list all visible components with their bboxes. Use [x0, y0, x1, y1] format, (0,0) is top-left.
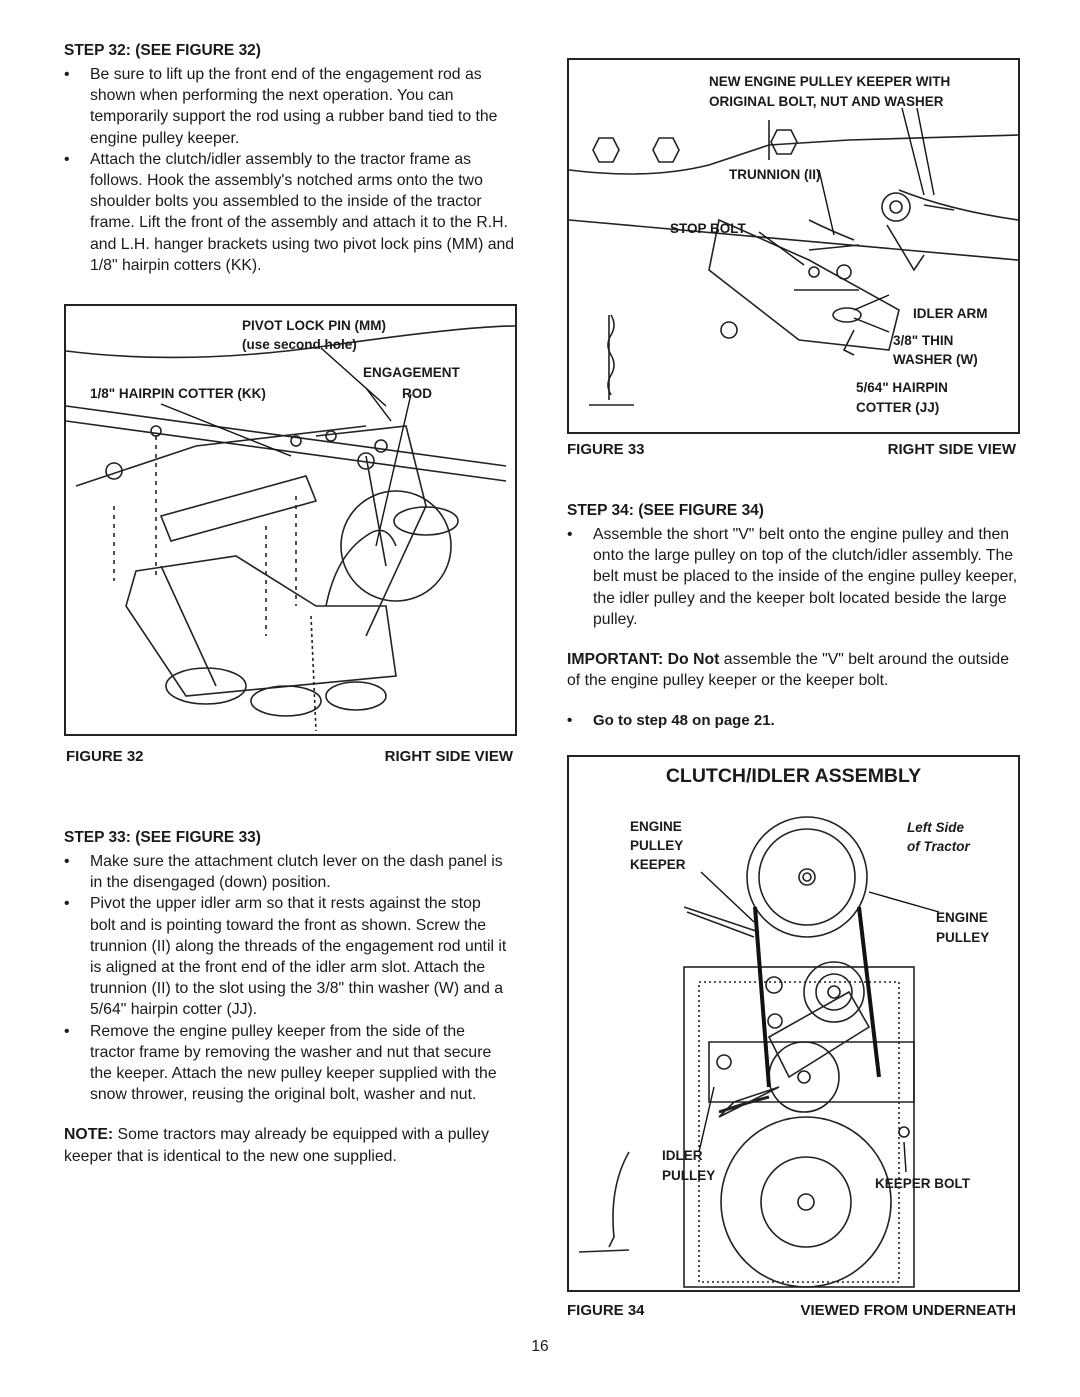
fig32-label-pivot-note: (use second hole) [242, 337, 357, 352]
fig33-label-hairpin-1: 5/64" HAIRPIN [856, 380, 948, 395]
fig32-label-hairpin: 1/8" HAIRPIN COTTER (KK) [90, 386, 266, 401]
fig32-label-engagement: ENGAGEMENT [363, 365, 460, 380]
step34-block: STEP 34: (SEE FIGURE 34) Assemble the sh… [567, 502, 1018, 732]
step32-title: STEP 32: (SEE FIGURE 32) [64, 42, 261, 59]
step34-important-emph: Do Not [667, 651, 720, 669]
figure34-caption-number: FIGURE 34 [567, 1302, 645, 1319]
fig34-label-keeper-2: PULLEY [630, 838, 684, 853]
figure33-caption: FIGURE 33 RIGHT SIDE VIEW [567, 441, 1016, 458]
step34-important-text: assemble the "V" belt around the outside… [567, 651, 1009, 690]
fig34-label-engine-pulley-1: ENGINE [936, 910, 988, 925]
fig34-label-keeper-3: KEEPER [630, 857, 686, 872]
fig32-label-pivot-pin: PIVOT LOCK PIN (MM) [242, 318, 386, 333]
figure32-caption-number: FIGURE 32 [66, 748, 144, 765]
fig34-label-keeper-1: ENGINE [630, 819, 682, 834]
fig33-label-idler-arm: IDLER ARM [913, 306, 988, 321]
step32-bullet-1: Be sure to lift up the front end of the … [64, 64, 518, 149]
figure32-drawing [66, 325, 515, 732]
step33-bullet-2: Pivot the upper idler arm so that it res… [64, 893, 510, 1020]
step33-list: Make sure the attachment clutch lever on… [64, 851, 510, 1105]
fig33-label-hairpin-2: COTTER (JJ) [856, 400, 940, 415]
fig34-label-engine-pulley-2: PULLEY [936, 930, 990, 945]
figure34-caption: FIGURE 34 VIEWED FROM UNDERNEATH [567, 1302, 1016, 1319]
page-number: 16 [531, 1338, 549, 1355]
fig32-label-rod: ROD [402, 386, 432, 401]
step34-title: STEP 34: (SEE FIGURE 34) [567, 502, 764, 519]
fig33-label-stop-bolt: STOP BOLT [670, 221, 746, 236]
figure32-caption: FIGURE 32 RIGHT SIDE VIEW [66, 748, 513, 765]
figure33-illustration: NEW ENGINE PULLEY KEEPER WITH ORIGINAL B… [567, 58, 1020, 434]
step33-note-text: Some tractors may already be equipped wi… [64, 1126, 489, 1165]
fig34-label-left-side-2: of Tractor [907, 839, 970, 854]
figure34-drawing [578, 816, 940, 1288]
figure33-caption-view: RIGHT SIDE VIEW [887, 441, 1016, 458]
fig33-label-washer-2: WASHER (W) [893, 352, 978, 367]
fig33-label-keeper-1: NEW ENGINE PULLEY KEEPER WITH [709, 74, 951, 89]
step33-note: NOTE: Some tractors may already be equip… [64, 1124, 510, 1166]
fig34-label-keeper-bolt: KEEPER BOLT [875, 1176, 971, 1191]
fig34-label-left-side-1: Left Side [907, 820, 965, 835]
step34-goto-list: Go to step 48 on page 21. [567, 710, 1018, 731]
figure32-illustration: PIVOT LOCK PIN (MM) (use second hole) EN… [64, 304, 517, 736]
step33-block: STEP 33: (SEE FIGURE 33) Make sure the a… [64, 829, 510, 1167]
fig33-label-washer-1: 3/8" THIN [893, 333, 954, 348]
step34-bullet-1: Assemble the short "V" belt onto the eng… [567, 524, 1018, 630]
step33-bullet-3: Remove the engine pulley keeper from the… [64, 1021, 510, 1106]
fig33-label-trunnion: TRUNNION (II) [729, 167, 821, 182]
step34-important-label: IMPORTANT: [567, 651, 664, 669]
step34-goto: Go to step 48 on page 21. [567, 710, 1018, 731]
figure34-illustration: CLUTCH/IDLER ASSEMBLY [567, 755, 1020, 1292]
step33-note-label: NOTE: [64, 1126, 114, 1144]
fig34-label-idler-2: PULLEY [662, 1168, 716, 1183]
figure32-caption-view: RIGHT SIDE VIEW [384, 748, 513, 765]
figure33-caption-number: FIGURE 33 [567, 441, 645, 458]
fig33-label-keeper-2: ORIGINAL BOLT, NUT AND WASHER [709, 94, 944, 109]
step34-list: Assemble the short "V" belt onto the eng… [567, 524, 1018, 630]
fig34-label-idler-1: IDLER [662, 1148, 703, 1163]
left-column: STEP 32: (SEE FIGURE 32) Be sure to lift… [64, 42, 518, 276]
step34-important: IMPORTANT: Do Not assemble the "V" belt … [567, 649, 1018, 691]
step33-title: STEP 33: (SEE FIGURE 33) [64, 829, 261, 846]
step32-bullet-2: Attach the clutch/idler assembly to the … [64, 149, 518, 276]
figure34-heading: CLUTCH/IDLER ASSEMBLY [665, 765, 922, 787]
step33-bullet-1: Make sure the attachment clutch lever on… [64, 851, 510, 893]
figure34-caption-view: VIEWED FROM UNDERNEATH [800, 1302, 1016, 1319]
step32-list: Be sure to lift up the front end of the … [64, 64, 518, 276]
figure33-drawing [569, 107, 1018, 406]
